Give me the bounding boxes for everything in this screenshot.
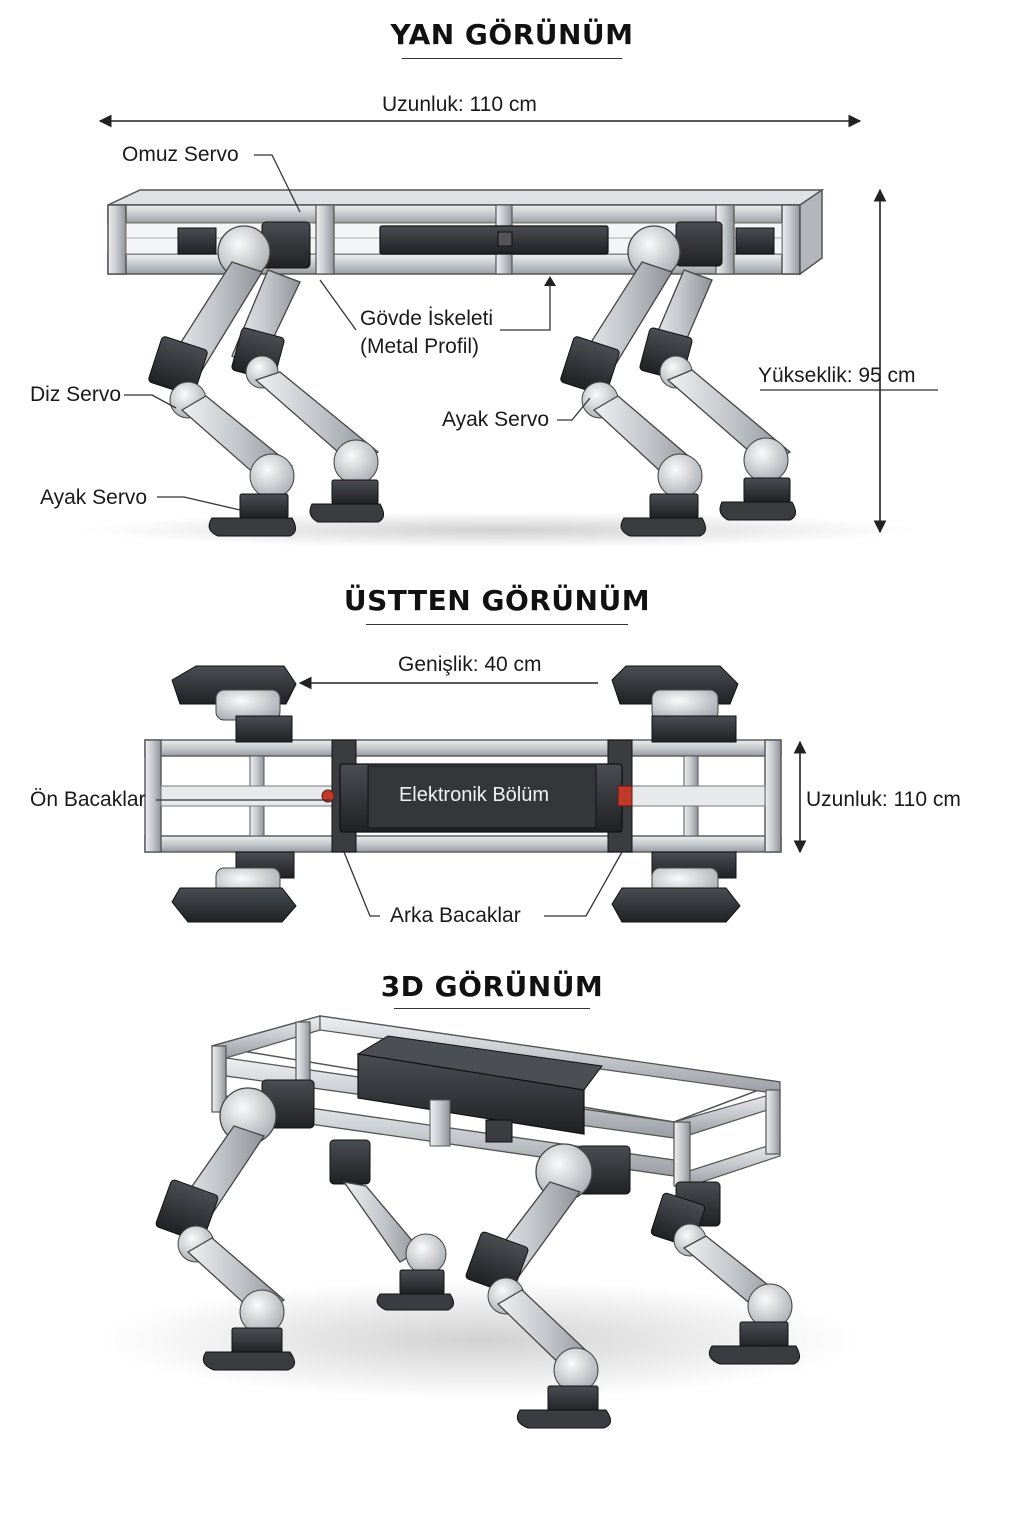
foot-servo-right-label: Ayak Servo	[442, 408, 549, 431]
iso-view-title-rule	[394, 1008, 590, 1009]
knee-servo-label: Diz Servo	[30, 383, 122, 406]
side-legs	[148, 221, 796, 537]
iso-leg-rear-far	[650, 1181, 800, 1365]
front-legs-label: Ön Bacaklar	[30, 788, 146, 811]
shoulder-servo-label: Omuz Servo	[122, 143, 239, 166]
electronics-label: Elektronik Bölüm	[398, 784, 550, 806]
body-frame-label-line1: Gövde İskeleti	[360, 307, 494, 330]
iso-ground-shadow	[100, 1280, 860, 1400]
side-leg-front-near	[148, 225, 296, 537]
iso-leg-front-far	[329, 1139, 454, 1311]
top-leg-rear-left	[611, 665, 739, 743]
side-frame-pointer-arrowhead	[544, 276, 556, 286]
side-leg-rear-near	[560, 225, 706, 537]
iso-legs	[155, 1079, 800, 1429]
top-leader-lines	[156, 799, 623, 917]
top-leg-clusters	[171, 665, 741, 923]
top-length-label: Uzunluk: 110 cm	[806, 788, 961, 811]
top-view-title-rule	[366, 624, 628, 625]
side-view-drawing	[80, 114, 938, 548]
top-view-title: ÜSTTEN GÖRÜNÜM	[343, 584, 651, 617]
top-view-drawing	[144, 665, 807, 923]
side-leg-front-far	[231, 221, 384, 523]
top-leg-front-left	[171, 665, 297, 743]
side-length-label: Uzunluk: 110 cm	[382, 93, 537, 116]
foot-servo-left-label: Ayak Servo	[40, 486, 147, 509]
iso-leg-rear-near	[465, 1143, 631, 1429]
top-leg-front-right	[171, 851, 297, 923]
side-leader-lines	[124, 154, 938, 511]
side-view-title-rule	[402, 58, 622, 59]
top-leg-rear-right	[611, 851, 741, 923]
side-view-title: YAN GÖRÜNÜM	[390, 18, 634, 51]
top-frame	[144, 739, 782, 853]
height-label: Yükseklik: 95 cm	[758, 364, 916, 387]
rear-legs-label: Arka Bacaklar	[390, 904, 521, 927]
side-leg-rear-far	[639, 221, 796, 521]
iso-leg-front-near	[155, 1079, 315, 1371]
top-width-label: Genişlik: 40 cm	[398, 653, 542, 676]
iso-view-title: 3D GÖRÜNÜM	[380, 970, 604, 1003]
iso-view-drawing	[100, 1015, 860, 1429]
body-frame-label-line2: (Metal Profil)	[360, 335, 480, 358]
